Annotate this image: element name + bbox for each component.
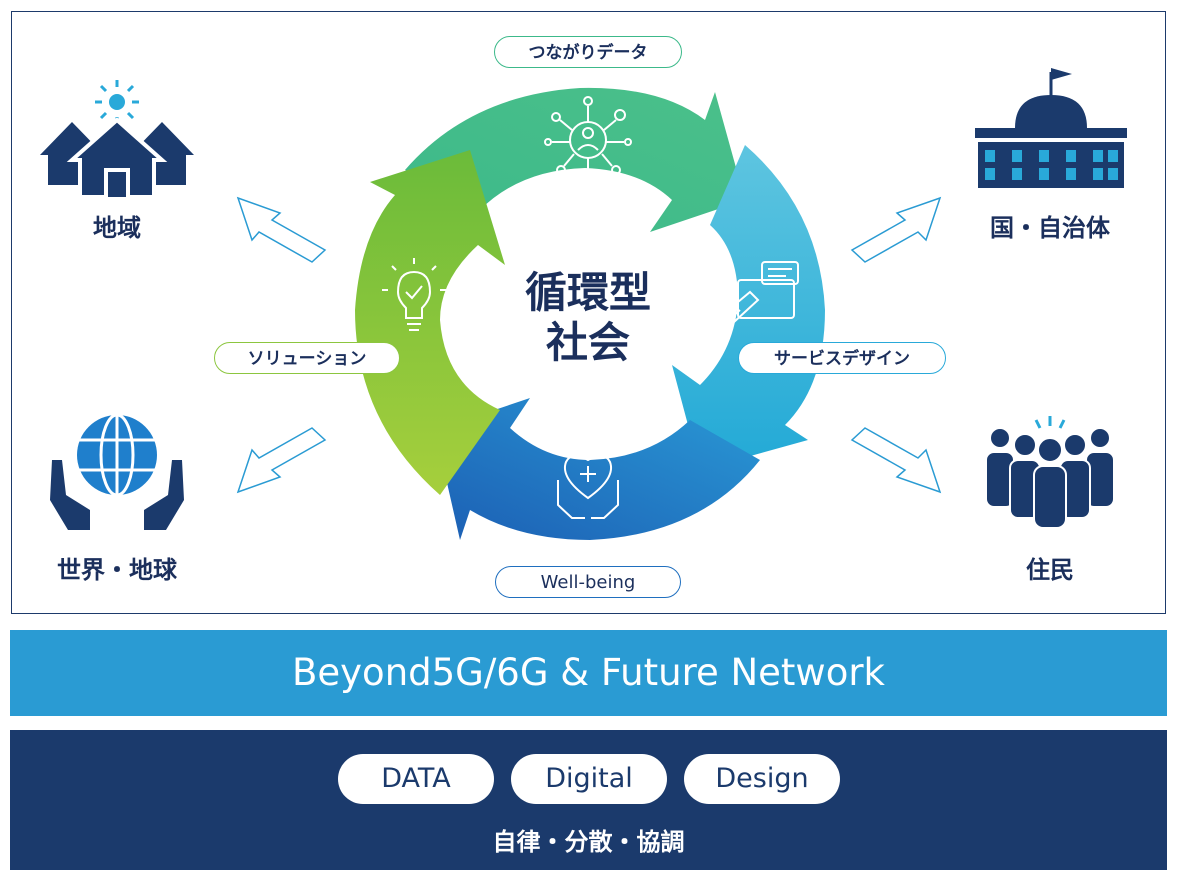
cycle-arrow-left — [355, 150, 505, 495]
stakeholder-government: 国・自治体 — [990, 214, 1110, 242]
stakeholder-region: 地域 — [93, 214, 141, 242]
arrow-to-residents — [850, 427, 942, 494]
cycle-arrow-top — [405, 87, 745, 232]
label-solution: ソリューション — [214, 342, 400, 374]
cycle-ring — [355, 87, 825, 540]
residents-crowd-icon — [985, 416, 1115, 529]
design-pill: Design — [684, 754, 840, 804]
foundation-band: DATA Digital Design 自律・分散・協調 — [10, 730, 1167, 870]
data-pill: DATA — [338, 754, 494, 804]
government-building-icon — [975, 68, 1127, 188]
service-design-icon — [721, 261, 799, 327]
wellbeing-heart-icon — [557, 454, 619, 519]
network-band: Beyond5G/6G & Future Network — [10, 630, 1167, 716]
network-band-label: Beyond5G/6G & Future Network — [292, 651, 885, 694]
connected-data-icon — [544, 96, 632, 182]
circular-society-diagram — [40, 68, 1127, 540]
arrow-to-region — [236, 196, 327, 263]
globe-hands-icon — [50, 413, 184, 530]
digital-pill: Digital — [511, 754, 667, 804]
houses-icon — [40, 80, 194, 199]
center-title-line1: 循環型 — [524, 268, 651, 317]
outline-arrows — [236, 196, 942, 494]
stakeholder-residents: 住民 — [1026, 556, 1074, 584]
stakeholder-world: 世界・地球 — [57, 556, 177, 584]
center-title: 循環型 社会 — [498, 268, 678, 368]
center-title-line2: 社会 — [545, 318, 630, 367]
lightbulb-icon — [382, 258, 446, 331]
label-wellbeing: Well-being — [495, 566, 681, 598]
arrow-to-world — [236, 427, 327, 494]
label-connected-data: つながりデータ — [494, 36, 682, 68]
cycle-arrow-bottom — [435, 398, 760, 540]
arrow-to-government — [850, 196, 942, 263]
foundation-caption: 自律・分散・協調 — [492, 828, 685, 856]
label-service-design: サービスデザイン — [738, 342, 946, 374]
